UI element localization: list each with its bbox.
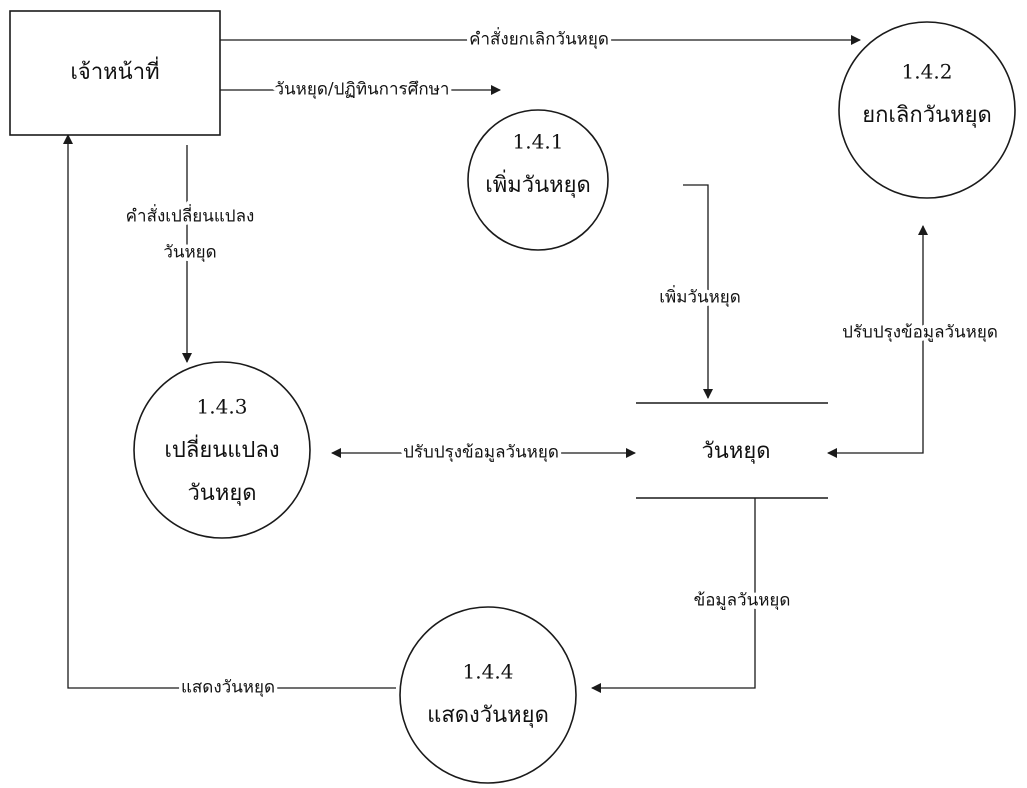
process-1-4-2 xyxy=(838,21,1016,199)
flow-holiday-calendar-label: วันหยุด/ปฏิทินการศึกษา xyxy=(275,80,450,100)
flow-show-holiday-line xyxy=(63,134,396,689)
process-1-4-1-title: เพิ่มวันหยุด xyxy=(485,169,591,198)
flow-show-holiday-label: แสดงวันหยุด xyxy=(181,678,275,698)
flow-change-command-label-line2: วันหยุด xyxy=(163,243,216,263)
process-1-4-2-number: 1.4.2 xyxy=(902,60,953,84)
flow-update-store-mid-label: ปรับปรุงข้อมูลวันหยุด xyxy=(403,443,559,463)
flow-change-command-label-line1: คำสั่งเปลี่ยนแปลง xyxy=(126,204,255,227)
flow-add-holiday-line xyxy=(683,184,713,399)
flow-add-holiday-label: เพิ่มวันหยุด xyxy=(659,285,741,308)
process-1-4-3-title-line2: วันหยุด xyxy=(187,481,256,506)
process-1-4-4-title: แสดงวันหยุด xyxy=(427,703,549,728)
process-1-4-2-title: ยกเลิกวันหยุด xyxy=(862,103,992,128)
process-1-4-3-title-line1: เปลี่ยนแปลง xyxy=(164,434,279,463)
flow-update-store-right-label: ปรับปรุงข้อมูลวันหยุด xyxy=(842,323,998,343)
flow-update-store-right-line xyxy=(827,225,928,458)
flow-cancel-command-label: คำสั่งยกเลิกวันหยุด xyxy=(469,27,609,50)
process-1-4-4 xyxy=(399,606,577,784)
process-1-4-3-number: 1.4.3 xyxy=(197,395,248,419)
flow-holiday-info-line xyxy=(591,498,756,693)
external-entity-box xyxy=(9,10,221,136)
flow-holiday-info-label: ข้อมูลวันหยุด xyxy=(694,591,791,611)
process-1-4-1 xyxy=(467,109,609,251)
process-1-4-1-number: 1.4.1 xyxy=(513,130,564,154)
data-store-label: วันหยุด xyxy=(701,439,770,464)
process-1-4-4-number: 1.4.4 xyxy=(463,660,514,684)
external-entity-label: เจ้าหน้าที่ xyxy=(70,56,159,85)
process-1-4-3 xyxy=(133,361,311,539)
